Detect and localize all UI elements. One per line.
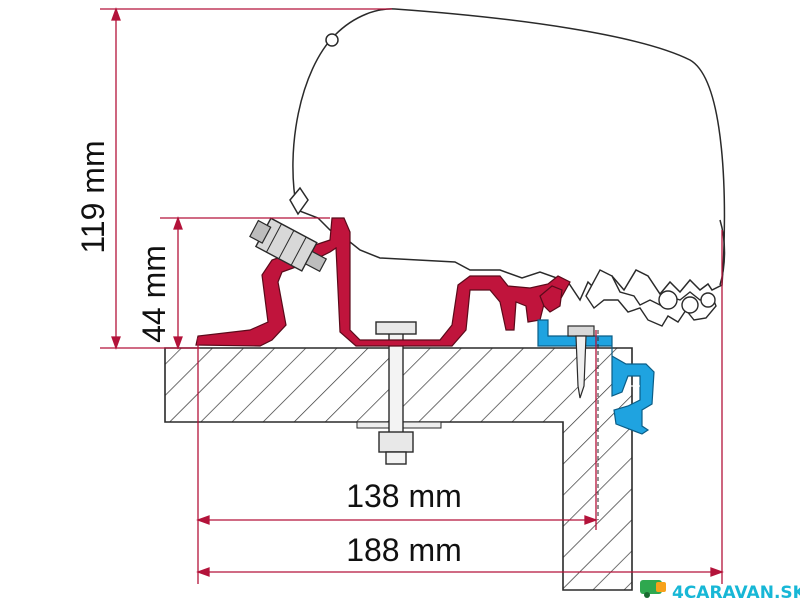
awning-end-cap xyxy=(325,33,339,47)
watermark: 4CARAVAN.SK xyxy=(640,580,800,600)
awning-casing xyxy=(292,8,726,302)
awning-bead xyxy=(289,186,309,216)
awning-front-profile xyxy=(585,269,717,327)
roof-section xyxy=(164,347,633,591)
caravan-icon xyxy=(640,580,666,598)
bolt-nut xyxy=(378,431,414,453)
dimension-44: 44 mm xyxy=(136,245,172,343)
awning-roller-1 xyxy=(658,290,678,310)
dimension-119: 119 mm xyxy=(75,140,111,253)
dimension-138: 138 mm xyxy=(346,478,462,514)
bolt-tip xyxy=(385,451,407,465)
dimension-lines xyxy=(100,7,724,584)
bolt-head xyxy=(375,321,417,335)
awning-roller-2 xyxy=(681,296,699,314)
watermark-text: 4CARAVAN.SK xyxy=(672,583,800,600)
clamp-block xyxy=(249,217,328,273)
dimension-188: 188 mm xyxy=(346,532,462,568)
awning-roller-3 xyxy=(700,292,716,308)
adapter-claw xyxy=(539,285,563,313)
rail-screw xyxy=(567,325,595,399)
